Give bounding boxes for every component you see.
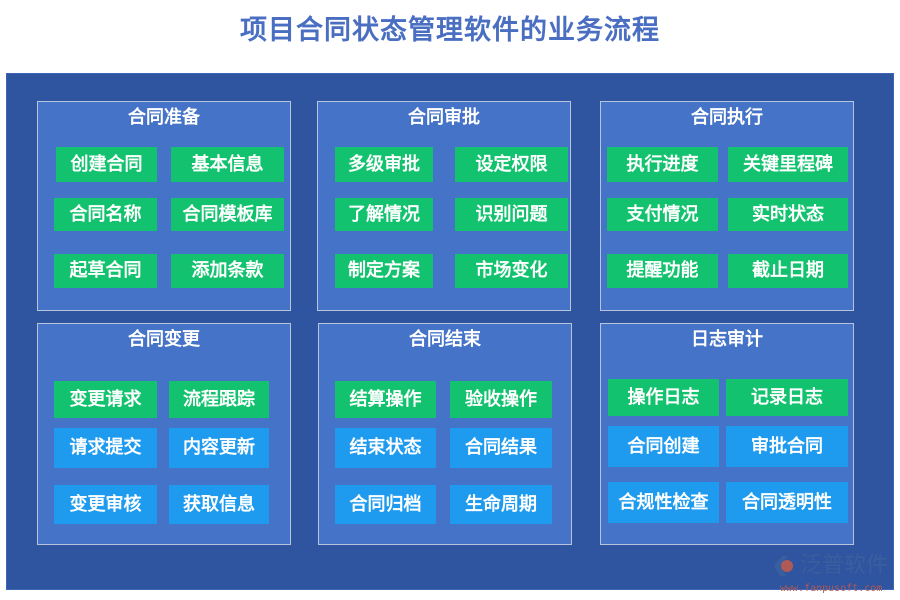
logo-url: www.fanpusoft.com bbox=[780, 583, 883, 594]
logo-icon bbox=[774, 556, 793, 576]
process-step-box: 合同归档 bbox=[335, 485, 436, 524]
logo-name: 泛普软件 bbox=[800, 553, 889, 578]
process-step-box: 结算操作 bbox=[335, 381, 436, 418]
process-step-box: 获取信息 bbox=[169, 485, 269, 524]
process-step-box: 内容更新 bbox=[169, 428, 269, 468]
process-step-box: 结束状态 bbox=[335, 428, 436, 468]
panel-5: 合同结束结算操作验收操作结束状态合同结果合同归档生命周期 bbox=[318, 323, 572, 545]
panel-title: 日志审计 bbox=[691, 329, 763, 350]
process-step-box: 变更请求 bbox=[54, 381, 157, 418]
process-step-box: 合同模板库 bbox=[171, 198, 284, 231]
process-step-box: 起草合同 bbox=[54, 254, 157, 288]
process-step-box: 合同透明性 bbox=[726, 482, 848, 523]
panel-title: 合同准备 bbox=[128, 107, 200, 128]
process-step-box: 合规性检查 bbox=[608, 482, 719, 523]
watermark-logo: 泛普软件 www.fanpusoft.com bbox=[770, 552, 895, 598]
process-step-box: 合同创建 bbox=[608, 426, 719, 467]
process-step-box: 创建合同 bbox=[56, 147, 157, 182]
panel-6: 日志审计操作日志记录日志合同创建审批合同合规性检查合同透明性 bbox=[600, 323, 854, 545]
process-step-box: 验收操作 bbox=[450, 381, 552, 418]
panel-4: 合同变更变更请求流程跟踪请求提交内容更新变更审核获取信息 bbox=[37, 323, 291, 545]
process-step-box: 执行进度 bbox=[607, 147, 718, 182]
process-step-box: 合同名称 bbox=[54, 198, 157, 231]
process-step-box: 设定权限 bbox=[455, 147, 568, 182]
page-title: 项目合同状态管理软件的业务流程 bbox=[240, 15, 660, 46]
process-step-box: 制定方案 bbox=[335, 254, 433, 288]
process-step-box: 生命周期 bbox=[450, 485, 552, 524]
process-step-box: 截止日期 bbox=[728, 254, 848, 288]
process-step-box: 变更审核 bbox=[54, 485, 157, 524]
panel-1: 合同准备创建合同基本信息合同名称合同模板库起草合同添加条款 bbox=[37, 101, 291, 311]
process-step-box: 多级审批 bbox=[335, 147, 433, 182]
process-step-box: 了解情况 bbox=[335, 198, 433, 231]
process-step-box: 记录日志 bbox=[726, 379, 848, 416]
panel-title: 合同执行 bbox=[691, 107, 763, 128]
process-step-box: 请求提交 bbox=[54, 428, 157, 468]
process-step-box: 添加条款 bbox=[171, 254, 284, 288]
panel-2: 合同审批多级审批设定权限了解情况识别问题制定方案市场变化 bbox=[317, 101, 571, 311]
panel-title: 合同结束 bbox=[409, 329, 481, 350]
panel-3: 合同执行执行进度关键里程碑支付情况实时状态提醒功能截止日期 bbox=[600, 101, 854, 311]
process-step-box: 审批合同 bbox=[726, 426, 848, 467]
process-step-box: 支付情况 bbox=[607, 198, 718, 231]
panel-title: 合同审批 bbox=[408, 107, 480, 128]
process-step-box: 实时状态 bbox=[728, 198, 848, 231]
process-step-box: 关键里程碑 bbox=[728, 147, 848, 182]
process-step-box: 合同结果 bbox=[450, 428, 552, 468]
process-step-box: 流程跟踪 bbox=[169, 381, 269, 418]
process-step-box: 识别问题 bbox=[455, 198, 568, 231]
process-step-box: 操作日志 bbox=[608, 379, 719, 416]
process-step-box: 基本信息 bbox=[171, 147, 284, 182]
process-step-box: 市场变化 bbox=[455, 254, 568, 288]
process-step-box: 提醒功能 bbox=[607, 254, 718, 288]
panel-title: 合同变更 bbox=[128, 329, 200, 350]
